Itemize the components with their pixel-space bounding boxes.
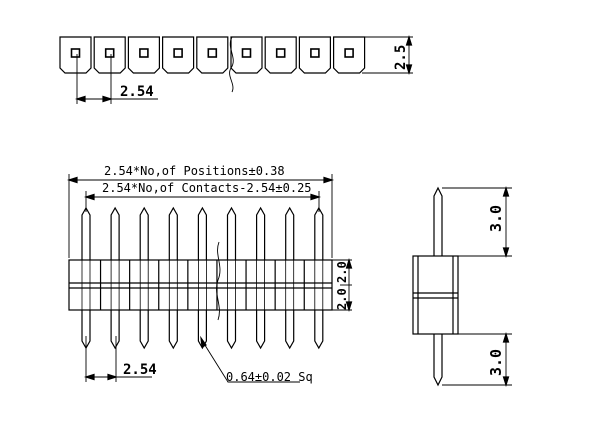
top-view-pad (298, 36, 331, 74)
front-pin-lower (256, 310, 266, 350)
top-view-pad (264, 36, 297, 74)
overall-arrow-left (66, 176, 78, 184)
front-pin-lower (139, 310, 149, 350)
front-pin-upper (256, 206, 266, 260)
pin-size-label: 0.64±0.02 Sq (226, 370, 313, 384)
top-height-label: 2.5 (393, 45, 409, 70)
top-view-pin-square (275, 48, 286, 58)
top-view-pin-square (344, 48, 354, 58)
top-view-pin-square (241, 48, 252, 58)
top-view-break-mark (229, 36, 234, 93)
front-view (66, 174, 353, 383)
top-height-arrow-bottom (405, 64, 413, 76)
front-pitch-arrow-right (107, 373, 119, 381)
front-pin-lower (197, 310, 207, 350)
top-view-pad (93, 36, 126, 74)
side-lower-arrow-bottom (502, 376, 510, 388)
top-pitch-arrow-left (74, 95, 86, 103)
front-pin-lower (314, 310, 324, 350)
body-height-arrow-top (345, 257, 353, 269)
side-view (412, 185, 512, 388)
side-pin-lower (433, 334, 443, 387)
overall-length-label: 2.54*No,of Positions±0.38 (104, 164, 285, 178)
side-housing-outline (412, 255, 459, 335)
front-pitch-arrow-left (83, 373, 95, 381)
pin-size-leader-arrow (200, 335, 207, 348)
top-view (59, 34, 413, 104)
front-pin-upper (314, 206, 324, 260)
side-pin-upper (433, 186, 443, 256)
top-view-pad (230, 36, 263, 74)
front-pin-upper (285, 206, 295, 260)
pin-size-leader (202, 341, 300, 383)
top-view-pin-square (104, 48, 115, 58)
top-view-pad (59, 36, 92, 74)
top-pitch-arrow-right (102, 95, 114, 103)
top-view-pad (162, 36, 195, 74)
top-view-pin-square (139, 48, 149, 58)
front-pin-upper (81, 206, 91, 260)
top-view-pin-square (70, 48, 81, 58)
front-pin-upper (197, 206, 207, 260)
front-pin-upper (110, 206, 120, 260)
top-pitch-label: 2.54 (120, 84, 154, 100)
top-view-pin-square (310, 48, 320, 58)
top-height-arrow-top (405, 34, 413, 46)
top-view-pin-square (173, 48, 183, 58)
side-upper-arrow-top (502, 185, 510, 197)
body-height-upper-label: 2.0 (335, 261, 349, 283)
top-view-pin-square (207, 48, 218, 58)
body-height-lower-label: 2.0 (335, 288, 349, 310)
side-upper-arrow-bottom (502, 247, 510, 259)
front-view-break-mark (216, 241, 221, 321)
front-body-dividers (81, 260, 324, 310)
front-body-outline (68, 259, 333, 311)
front-pin-lower (226, 310, 237, 350)
top-view-pad (333, 36, 366, 74)
front-pin-upper (139, 206, 149, 260)
body-height-arrow-bottom (345, 301, 353, 313)
contacts-arrow-right (310, 193, 322, 201)
front-pin-lower (168, 310, 178, 350)
overall-arrow-right (323, 176, 335, 184)
top-view-pad (196, 36, 229, 74)
front-pin-lower (285, 310, 295, 350)
side-lower-length-label: 3.0 (487, 349, 505, 376)
top-view-pad (127, 36, 160, 74)
contacts-length-label: 2.54*No,of Contacts-2.54±0.25 (102, 181, 312, 195)
contacts-arrow-left (83, 193, 95, 201)
side-lower-arrow-top (502, 331, 510, 343)
front-pin-upper (226, 206, 237, 260)
front-pin-upper (168, 206, 178, 260)
front-pitch-label: 2.54 (123, 362, 157, 378)
top-view-pads (59, 36, 366, 74)
side-upper-length-label: 3.0 (487, 205, 505, 232)
front-pin-lower (110, 310, 120, 350)
